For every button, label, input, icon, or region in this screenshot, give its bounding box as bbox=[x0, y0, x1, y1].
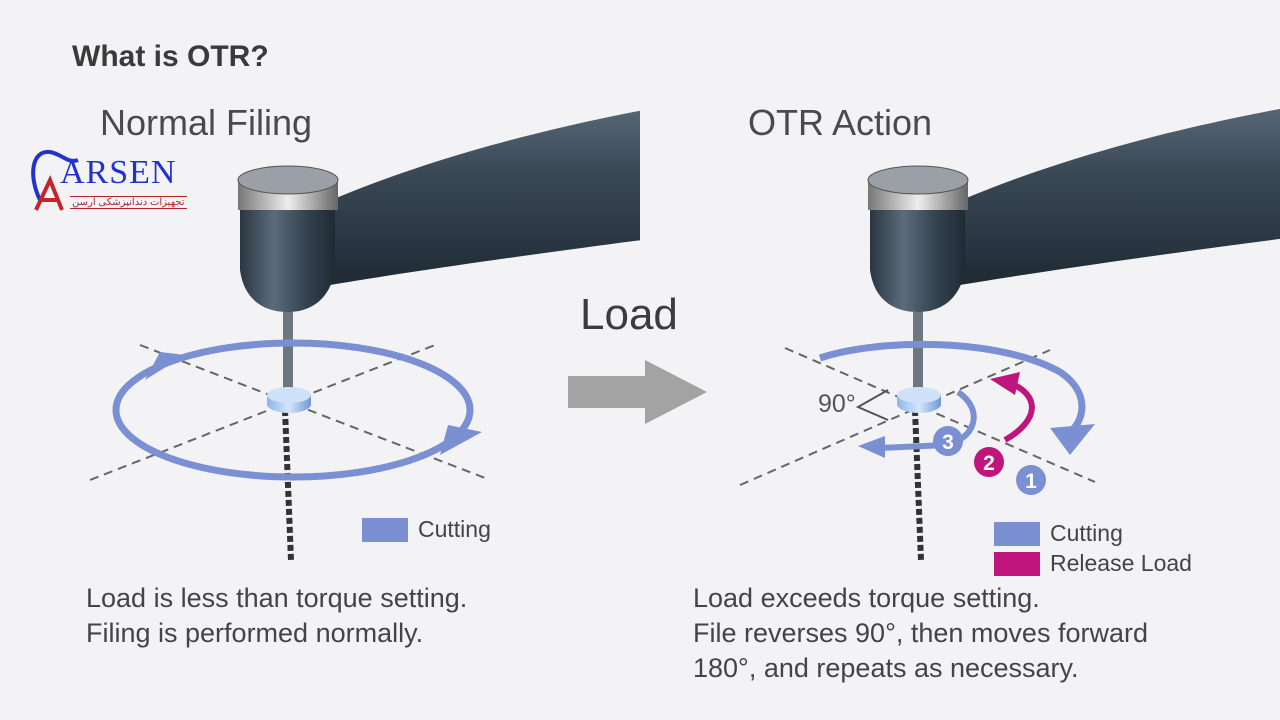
caption-line: File reverses 90°, then moves forward bbox=[693, 618, 1148, 648]
legend-cutting: Cutting bbox=[362, 516, 491, 543]
step-badge-3: 3 bbox=[933, 426, 963, 456]
caption-line: Load is less than torque setting. bbox=[86, 583, 468, 613]
logo-name: ARSEN bbox=[60, 154, 177, 191]
orbit-arrowhead bbox=[145, 352, 185, 380]
step-badge-2: 2 bbox=[974, 447, 1004, 477]
cutting-orbit bbox=[112, 339, 474, 481]
right-heading: OTR Action bbox=[748, 102, 933, 143]
left-heading: Normal Filing bbox=[100, 102, 313, 143]
step2-arc bbox=[1003, 380, 1035, 443]
caption-line: 180°, and repeats as necessary. bbox=[693, 653, 1079, 683]
load-label: Load bbox=[580, 290, 678, 339]
logo-a-icon bbox=[34, 174, 64, 211]
logo-tooth-icon bbox=[31, 149, 79, 201]
legend-label: Cutting bbox=[418, 516, 491, 542]
orbit-arrowhead bbox=[440, 425, 482, 455]
legend-swatch bbox=[362, 517, 408, 542]
step1-arc bbox=[818, 340, 1086, 435]
angle-marker bbox=[855, 389, 889, 421]
legend-label: Release Load bbox=[1050, 550, 1192, 576]
legend-label: Cutting bbox=[1050, 520, 1123, 546]
right-caption: Load exceeds torque setting. File revers… bbox=[693, 581, 1148, 686]
svg-text:3: 3 bbox=[942, 431, 954, 454]
angle-label: 90° bbox=[818, 390, 856, 418]
svg-text:1: 1 bbox=[1025, 470, 1037, 493]
step-badge-1: 1 bbox=[1016, 465, 1046, 495]
svg-text:2: 2 bbox=[983, 452, 995, 475]
logo-tagline: تجهیزات دندانپزشکی آرسن bbox=[70, 196, 187, 209]
legend-swatch bbox=[994, 551, 1040, 576]
caption-line: Filing is performed normally. bbox=[86, 618, 424, 648]
legend-release-load: Release Load bbox=[994, 550, 1192, 577]
legend-cutting: Cutting bbox=[994, 520, 1123, 547]
right-dashed-axes bbox=[739, 347, 1096, 486]
right-handpiece bbox=[868, 100, 1280, 560]
legend-swatch bbox=[994, 521, 1040, 546]
left-caption: Load is less than torque setting. Filing… bbox=[86, 581, 467, 651]
load-arrow-icon bbox=[568, 360, 707, 424]
caption-line: Load exceeds torque setting. bbox=[693, 583, 1040, 613]
page-title: What is OTR? bbox=[72, 40, 269, 73]
